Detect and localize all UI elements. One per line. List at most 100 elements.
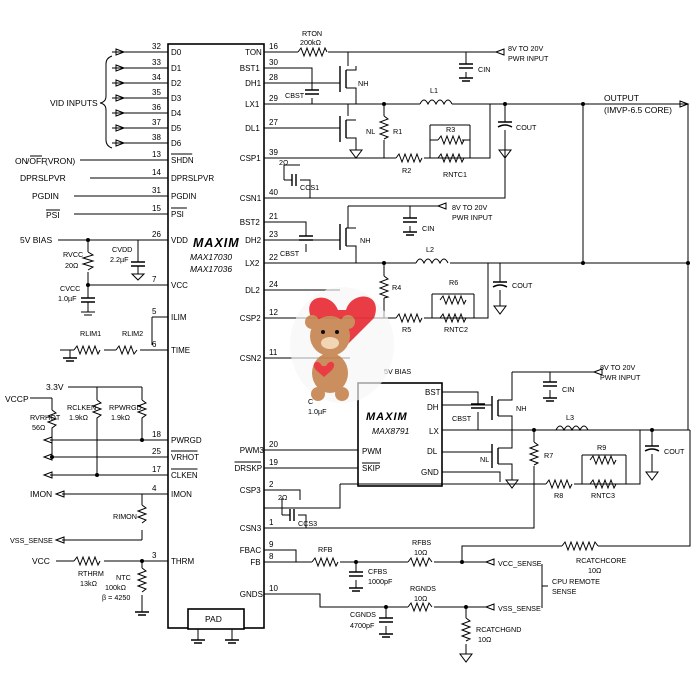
junction-dot (382, 102, 386, 106)
vcc-sense-label: VCC_SENSE (498, 559, 542, 568)
cout1-ground (498, 149, 512, 159)
cout1-label: COUT (516, 123, 537, 132)
pin-number: 32 (152, 42, 161, 51)
bear-body (312, 353, 348, 393)
rlim1-label: RLIM1 (80, 329, 101, 338)
ntc-label: NTC (116, 573, 131, 582)
pin-number: 40 (269, 188, 278, 197)
rfbs-value: 10Ω (414, 548, 428, 557)
cout3-cap (644, 445, 660, 452)
pin-label: VDD (171, 236, 188, 245)
bear-head (310, 316, 350, 356)
pin-number: 11 (269, 348, 278, 357)
ccs3-net (281, 498, 307, 528)
cvcc-label: CVCC (60, 284, 80, 293)
pin-number: 13 (152, 150, 161, 159)
driver-pin-skip: SKIP (362, 464, 380, 473)
r3-resistor (437, 134, 465, 146)
vss-arrow (54, 536, 65, 544)
rlim2-resistor (115, 344, 138, 356)
ccs1-net (283, 164, 311, 198)
r8-label: R8 (554, 491, 563, 500)
output-label2: (IMVP-6.5 CORE) (604, 105, 672, 115)
r6-resistor (439, 294, 467, 306)
pin-number: 27 (269, 118, 278, 127)
rfbs-resistor (407, 556, 433, 568)
cin3-ground (543, 397, 557, 402)
cvdd-cap (131, 261, 145, 267)
junction-dot (95, 473, 99, 477)
rthrm-resistor (73, 555, 101, 567)
rcatchgnd-value: 10Ω (478, 635, 492, 644)
bear-eye-right (335, 330, 339, 334)
pin-label: LX2 (245, 259, 260, 268)
pin-label: DH1 (245, 79, 262, 88)
vss-sense-arrow (484, 603, 495, 611)
v33-label: 3.3V (46, 382, 64, 392)
pin-number: 15 (152, 204, 161, 213)
r1-resistor (378, 115, 390, 140)
cout2-cap (492, 281, 508, 288)
pad-box (187, 608, 245, 630)
pin-number: 12 (269, 308, 278, 317)
rvcc-label: RVCC (63, 250, 83, 259)
nl1-label: NL (366, 127, 375, 136)
cfbs-ground (349, 587, 363, 592)
cvdd-label: CVDD (112, 245, 132, 254)
bear-foot-left (311, 387, 325, 401)
main-ic-part2: MAX17036 (190, 264, 232, 274)
rntc3-resistor (589, 478, 617, 490)
vin2-line1: 8V TO 20V (452, 203, 488, 212)
pad-wires (197, 629, 233, 640)
pin-number: 9 (269, 540, 274, 549)
cbst2-cap (299, 235, 313, 241)
cfbs-value: 1000pF (368, 577, 393, 586)
pin-number: 35 (152, 88, 161, 97)
rvrhot-label: RVRHOT (30, 413, 61, 422)
rntc1-label: RNTC1 (443, 170, 467, 179)
nh1-label: NH (358, 79, 368, 88)
rcatchcore-resistor (561, 540, 599, 552)
bias-label: 5V BIAS (20, 235, 52, 245)
vid-bracket (99, 55, 113, 149)
pin-number: 37 (152, 118, 161, 127)
catchgnd-ground (459, 653, 473, 663)
l1-inductor (419, 99, 453, 106)
pin-label: DL2 (245, 286, 260, 295)
main-ic-logo: MAXIM (193, 236, 240, 250)
cs3-out (626, 430, 641, 485)
cbottom-label: C (308, 397, 313, 406)
rvcc-resistor (81, 251, 95, 271)
rvrhot-value: 56Ω (32, 423, 46, 432)
ilim-ground (63, 357, 77, 362)
r2ohm1-label: 2Ω (279, 158, 289, 167)
ilim-wires (60, 316, 168, 358)
pin-number: 22 (269, 253, 278, 262)
rntc3-label: RNTC3 (591, 491, 615, 500)
pin-label: D0 (171, 48, 182, 57)
junction-dot (650, 428, 654, 432)
pin-label: IMON (171, 490, 192, 499)
pin-label: D2 (171, 79, 182, 88)
bias-wires (58, 239, 168, 298)
cbst2-label: CBST (280, 249, 300, 258)
csp1-csn1-wires (264, 104, 506, 199)
driver-pin-dl: DL (427, 447, 438, 456)
pin-number: 14 (152, 168, 161, 177)
pwm-skip-wires (264, 449, 358, 469)
vin3-line2: PWR INPUT (600, 373, 641, 382)
pin-number: 8 (269, 552, 274, 561)
pullup-wires (30, 386, 143, 410)
r9-resistor (589, 454, 617, 466)
cin3-cap (543, 381, 557, 387)
cout3-ground (645, 471, 659, 481)
ntc-beta: β = 4250 (102, 593, 130, 602)
ntc-ground (135, 611, 149, 616)
junction-dot (354, 560, 358, 564)
vin2-wires (348, 205, 438, 232)
driver-pin-dh: DH (427, 403, 439, 412)
pin-label: CSN3 (240, 524, 262, 533)
cpu-remote-line2: SENSE (552, 587, 577, 596)
pin-label: CSN2 (240, 354, 262, 363)
